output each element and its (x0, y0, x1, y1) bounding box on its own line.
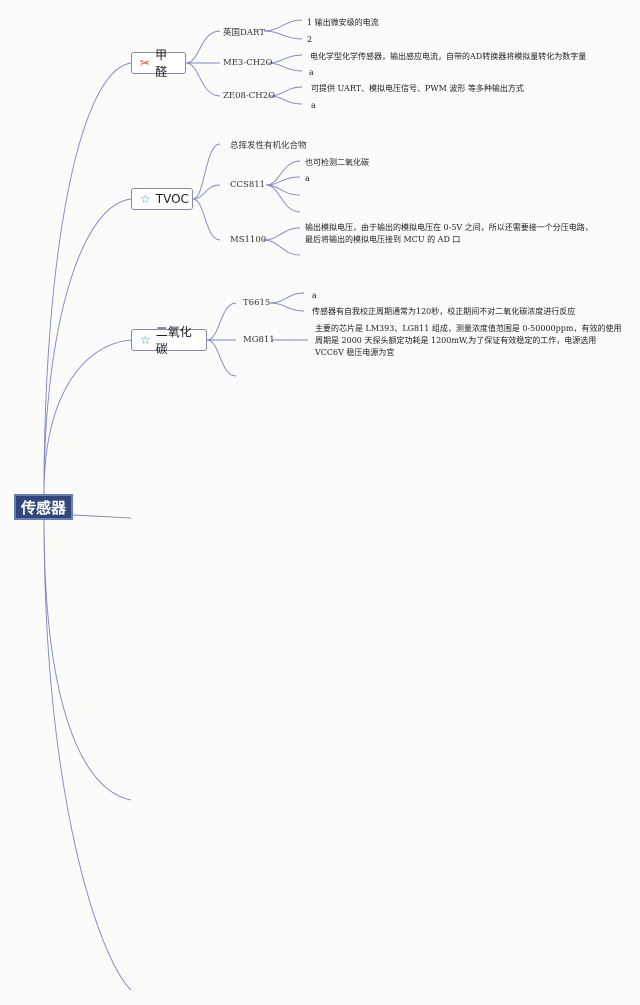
note-text: 周期是 2000 天探头额定功耗是 1200mW,为了保证有效稳定的工作，电源选… (315, 336, 597, 345)
note-text: 1 输出微安级的电流 (307, 18, 379, 27)
topic-tvoc[interactable]: ☆ TVOC (131, 188, 193, 210)
sensor-dart[interactable]: 英国DART (223, 28, 265, 38)
star-icon: ☆ (140, 192, 151, 206)
tool-icon: ✂ (140, 56, 151, 70)
note-text: a (311, 101, 316, 110)
topic-co2[interactable]: ☆ 二氧化碳 (131, 325, 207, 356)
note-text: 输出模拟电压，由于输出的模拟电压在 0-5V 之间，所以还需要接一个分压电路， (305, 223, 593, 232)
note-text: 最后将输出的模拟电压接到 MCU 的 AD 口 (305, 235, 461, 244)
note-text: VCC6V 稳压电源为宜 (315, 348, 395, 357)
note-text: 也可检测二氧化碳 (305, 158, 369, 167)
tvoc-description: 总挥发性有机化合物 (230, 141, 307, 151)
sensor-t6615[interactable]: T6615 (243, 298, 271, 308)
star-icon: ☆ (140, 333, 151, 347)
sensor-mg811[interactable]: MG811 (243, 335, 275, 345)
topic-formaldehyde[interactable]: ✂ 甲醛 (131, 48, 186, 79)
note-text: a (309, 68, 314, 77)
note-text: 可提供 UART、模拟电压信号、PWM 波形 等多种输出方式 (311, 84, 524, 93)
topic-label: 二氧化碳 (155, 325, 192, 356)
root-label: 传感器 (20, 498, 66, 517)
root-node[interactable]: 传感器 (14, 494, 73, 520)
topic-label: TVOC (155, 192, 189, 206)
note-text: 传感器有自我校正周期通常为120秒，校正期间不对二氧化碳浓度进行反应 (312, 307, 576, 316)
note-text: 主要的芯片是 LM393、LG811 组成，测量浓度值范围是 0-50000pp… (315, 324, 622, 333)
topic-label: 甲醛 (155, 48, 168, 79)
sensor-ze08-ch2o[interactable]: ZE08-CH2O (223, 91, 276, 101)
sensor-me3-ch2o[interactable]: ME3-CH2O (223, 58, 273, 68)
sensor-ccs811[interactable]: CCS811 (230, 180, 266, 190)
note-text: a (305, 174, 310, 183)
note-text: 2 (307, 35, 313, 44)
note-text: a (312, 291, 317, 300)
note-text: 电化学型化学传感器，输出感应电流，自带的AD转换器将模拟量转化为数字量 (310, 52, 587, 61)
sensor-ms1100[interactable]: MS1100 (230, 235, 267, 245)
